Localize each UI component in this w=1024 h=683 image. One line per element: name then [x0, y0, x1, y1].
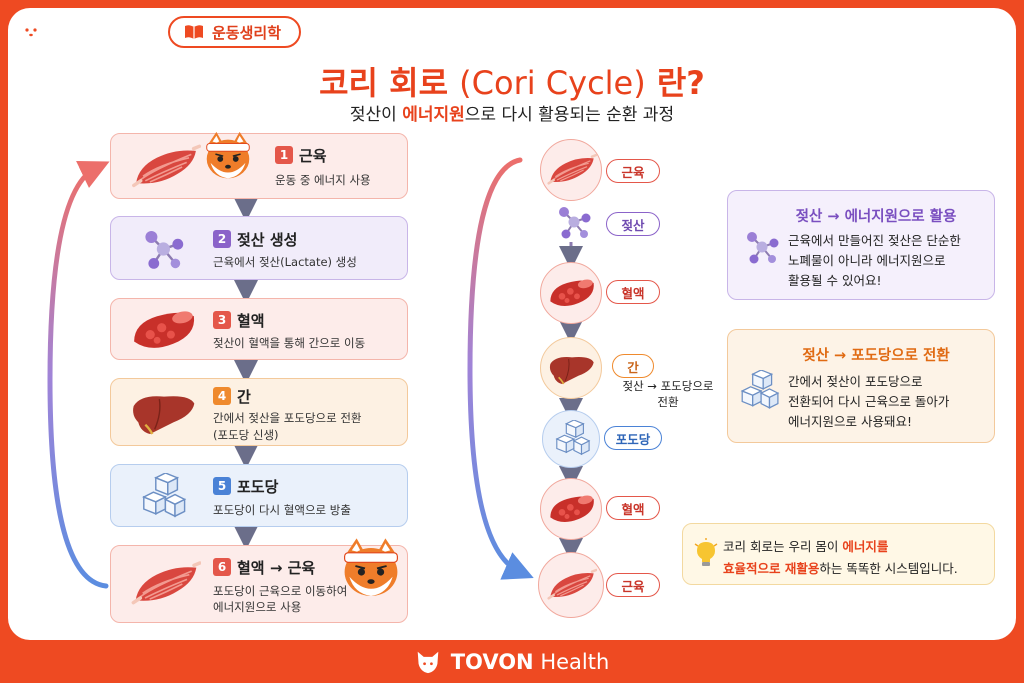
book-icon: [185, 25, 203, 39]
info-tip: 코리 회로는 우리 몸이 에너지를 효율적으로 재활용하는 똑똑한 시스템입니다…: [682, 523, 995, 585]
step-6-blood-to-muscle: 6 혈액 → 근육 포도당이 근육으로 이동하여 에너지원으로 사용: [110, 545, 408, 623]
cycle-label-muscle-bottom: 근육: [606, 573, 660, 597]
cycle-label-glucose: 포도당: [604, 426, 662, 450]
liver-note-line: 젖산 → 포도당으로: [622, 379, 714, 393]
tip-line2: 하는 똑똑한 시스템입니다.: [819, 561, 958, 576]
muscle-icon: [547, 150, 597, 190]
step-desc: 에너지원으로 사용: [213, 600, 302, 614]
title-en: (Cori Cycle): [459, 64, 646, 102]
brand-name: TOVON: [54, 14, 152, 42]
cycle-label-blood: 혈액: [606, 280, 660, 304]
cycle-loop-arrow: [467, 157, 534, 580]
footer-brand: TOVON: [450, 649, 534, 674]
subtitle-highlight: 에너지원: [402, 105, 465, 125]
info-line: 근육에서 만들어진 젖산은 단순한: [788, 233, 961, 248]
info-line: 에너지원으로 사용돼요!: [788, 414, 912, 429]
step-number: 2: [213, 230, 231, 248]
sugar-cubes-icon: [738, 370, 780, 412]
step-number: 6: [213, 558, 231, 576]
title-ko: 코리 회로: [319, 64, 460, 102]
cycle-label-liver: 간: [612, 354, 654, 378]
step-desc: 포도당이 근육으로 이동하여: [213, 584, 348, 598]
step-title: 혈액: [237, 312, 265, 330]
info-title: 젖산 → 에너지원으로 활용: [795, 209, 957, 225]
cycle-node-muscle-bottom: [538, 552, 604, 618]
step-title: 포도당: [237, 478, 279, 496]
liver-conversion-note: 젖산 → 포도당으로 전환: [608, 378, 728, 410]
step-3-blood: 3 혈액 젖산이 혈액을 통해 간으로 이동: [110, 298, 408, 360]
step-desc: 포도당이 다시 혈액으로 방출: [213, 503, 351, 517]
step-2-lactate: 2 젖산 생성 근육에서 젖산(Lactate) 생성: [110, 216, 408, 280]
info-line: 간에서 젖산이 포도당으로: [788, 374, 923, 389]
cycle-label-blood-2: 혈액: [606, 496, 660, 520]
info-lactate-energy: 젖산 → 에너지원으로 활용 근육에서 만들어진 젖산은 단순한 노폐물이 아니…: [727, 190, 995, 300]
cycle-node-blood: [540, 262, 602, 324]
cycle-node-liver: [540, 337, 602, 399]
step-desc: (포도당 신생): [213, 428, 279, 442]
step-desc: 근육에서 젖산(Lactate) 생성: [213, 255, 357, 269]
step-title: 근육: [299, 147, 327, 165]
step-1-muscle: 1 근육 운동 중 에너지 사용: [110, 133, 408, 199]
molecule-icon: [552, 202, 592, 242]
cycle-node-muscle-top: [540, 139, 602, 201]
step-number: 1: [275, 146, 293, 164]
step-title: 간: [237, 388, 251, 406]
cycle-label-muscle: 근육: [606, 159, 660, 183]
step-desc: 젖산이 혈액을 통해 간으로 이동: [213, 336, 366, 350]
muscle-icon: [547, 565, 597, 605]
info-title: 젖산 → 포도당으로 전환: [802, 348, 950, 364]
info-line: 전환되어 다시 근육으로 돌아가: [788, 394, 950, 409]
cycle-node-glucose: [542, 410, 600, 468]
step-4-liver: 4 간 간에서 젖산을 포도당으로 전환 (포도당 신생): [110, 378, 408, 446]
tip-line1: 코리 회로는 우리 몸이: [723, 539, 843, 554]
tip-highlight: 에너지를: [842, 539, 889, 554]
info-line: 노폐물이 아니라 에너지원으로: [788, 253, 946, 268]
tip-text: 코리 회로는 우리 몸이 에너지를 효율적으로 재활용하는 똑똑한 시스템입니다…: [723, 536, 958, 580]
page-title: 코리 회로 (Cori Cycle) 란?: [0, 58, 1024, 104]
blood-vessel-icon: [547, 489, 597, 529]
step-5-glucose: 5 포도당 포도당이 다시 혈액으로 방출: [110, 464, 408, 527]
footer: TOVON Health: [0, 640, 1024, 683]
step-title: 젖산 생성: [237, 231, 298, 249]
sugar-cubes-icon: [553, 420, 591, 458]
loop-arrow-left: [47, 160, 110, 589]
cycle-label-lactate: 젖산: [606, 212, 660, 236]
liver-note-line: 전환: [657, 395, 679, 409]
liver-icon: [547, 349, 597, 389]
category-tag-label: 운동생리학: [212, 23, 282, 42]
category-tag[interactable]: 운동생리학: [168, 16, 302, 48]
step-number: 5: [213, 477, 231, 495]
info-lactate-glucose: 젖산 → 포도당으로 전환 간에서 젖산이 포도당으로 전환되어 다시 근육으로…: [727, 329, 995, 443]
page-subtitle: 젖산이 에너지원으로 다시 활용되는 순환 과정: [0, 100, 1024, 125]
step-number: 4: [213, 387, 231, 405]
step-desc: 간에서 젖산을 포도당으로 전환: [213, 411, 362, 425]
cycle-node-blood-2: [540, 478, 602, 540]
info-line: 활용될 수 있어요!: [788, 273, 882, 288]
tip-highlight: 효율적으로 재활용: [723, 561, 820, 576]
blood-vessel-icon: [547, 273, 597, 313]
subtitle-post: 으로 다시 활용되는 순환 과정: [464, 105, 675, 125]
step-number: 3: [213, 311, 231, 329]
brand-logo[interactable]: TOVON: [16, 14, 151, 42]
fox-logo-icon: [19, 16, 43, 41]
molecule-icon: [740, 227, 780, 267]
subtitle-pre: 젖산이: [349, 105, 403, 125]
step-title: 혈액 → 근육: [237, 559, 316, 577]
title-suffix: 란?: [645, 64, 705, 102]
fox-logo-icon: [417, 651, 438, 673]
lightbulb-icon: [694, 538, 718, 566]
footer-suffix: Health: [533, 649, 610, 674]
step-desc: 운동 중 에너지 사용: [275, 173, 371, 187]
